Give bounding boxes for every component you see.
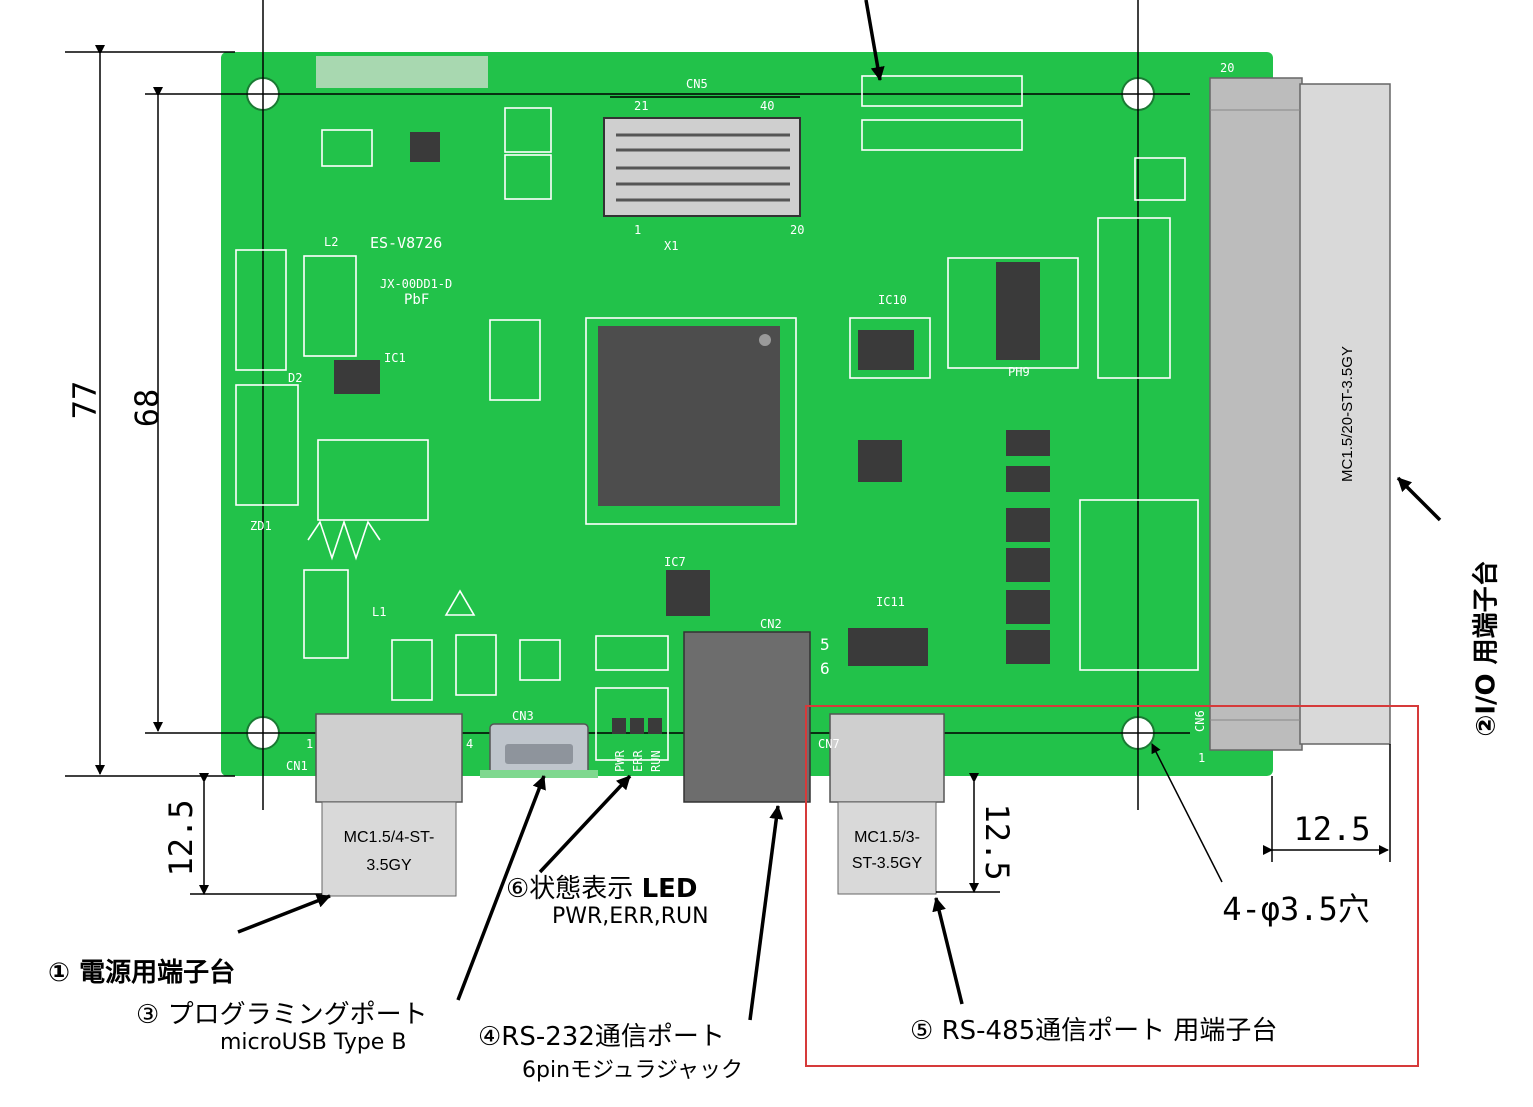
callout-rs485-terminal: ⑤ RS-485通信ポート 用端子台: [910, 1016, 1278, 1046]
ic11: [848, 628, 928, 666]
callout-status-led-sub: PWR,ERR,RUN: [552, 904, 709, 929]
ic10: [858, 330, 914, 370]
cn1-body: [315, 713, 463, 803]
silkscreen: [235, 75, 1199, 761]
dim-cn1-12-5: 12.5: [162, 799, 200, 876]
silk-cn5-pin1: 1: [634, 223, 641, 237]
silk-x1: X1: [664, 239, 678, 253]
cn2-jack: [683, 631, 811, 803]
ph9-ic: [996, 262, 1040, 360]
callout-status-led-bold: LED: [641, 874, 698, 904]
silk-cn1: CN1: [286, 759, 308, 773]
callout-status-led-prefix: ⑥状態表示: [506, 874, 642, 904]
silk-pbf: PbF: [404, 292, 429, 308]
callout-io-terminal: ②I/O 用端子台: [1471, 560, 1502, 737]
silk-l2: L2: [324, 235, 338, 249]
dim-holes: 4-φ3.5穴: [1222, 890, 1370, 928]
top-pad: [316, 56, 488, 88]
callout-arrows: [237, 0, 1442, 1021]
silk-ic11: IC11: [876, 595, 905, 609]
cn1-label-line1: MC1.5/4-ST-: [344, 829, 435, 846]
silk-cn6-pin20: 20: [1220, 61, 1234, 75]
cn6-pins: [1210, 109, 1300, 721]
callout-rs232-port-sub: 6pinモジュラジャック: [522, 1058, 743, 1083]
photocouplers: [1006, 430, 1050, 664]
silk-cn2-pin5: 5: [820, 635, 830, 654]
dimension-lines: [95, 45, 1391, 895]
ic7: [666, 570, 710, 616]
silk-err: ERR: [631, 750, 645, 772]
silk-ph9: PH9: [1008, 365, 1030, 379]
ic1: [334, 360, 380, 394]
silk-model: ES-V8726: [370, 234, 442, 252]
silk-cn5: CN5: [686, 77, 708, 91]
silk-ic1: IC1: [384, 351, 406, 365]
silk-cn6-pin1: 1: [1198, 751, 1205, 765]
ic-small-1: [410, 132, 440, 162]
rs485-highlight: [805, 705, 1419, 1067]
silk-cn7: CN7: [818, 737, 840, 751]
callout-rs232-port: ④RS-232通信ポート: [478, 1022, 725, 1052]
silk-ic10: IC10: [878, 293, 907, 307]
silk-ic7: IC7: [664, 555, 686, 569]
silk-cn5-pin21: 21: [634, 99, 648, 113]
callout-programming-port-sub: microUSB Type B: [220, 1030, 407, 1055]
silk-run: RUN: [649, 750, 663, 772]
cn1-label-line2: 3.5GY: [366, 857, 412, 874]
callout-power-terminal: ① 電源用端子台: [48, 958, 236, 988]
silk-pwr: PWR: [613, 750, 627, 772]
silk-part-no: JX-00DD1-D: [380, 277, 452, 291]
cn7-label-line1: MC1.5/3-: [854, 829, 920, 846]
cn7-plug: [837, 801, 937, 895]
silk-cn3: CN3: [512, 709, 534, 723]
silk-cn5-pin20: 20: [790, 223, 804, 237]
silk-cn1-pin4: 4: [466, 737, 473, 751]
cn6-plug: [1299, 83, 1391, 745]
ic9: [858, 440, 902, 482]
cn1-plug: [321, 801, 457, 897]
cn6-inner: [1209, 77, 1303, 751]
cn7-body: [829, 713, 945, 803]
cn7-label-line2: ST-3.5GY: [852, 855, 923, 872]
dim-68: 68: [128, 389, 166, 428]
silk-d2: D2: [288, 371, 302, 385]
cn6-label: MC1.5/20-ST-3.5GY: [1339, 346, 1356, 482]
silk-zd1: ZD1: [250, 519, 272, 533]
silk-cn6: CN6: [1193, 710, 1207, 732]
silk-cn1-pin1: 1: [306, 737, 313, 751]
status-leds: [612, 718, 662, 734]
mcu: [598, 326, 780, 506]
silk-cn2-pin6: 6: [820, 659, 830, 678]
silk-l1: L1: [372, 605, 386, 619]
silk-cn5-pin40: 40: [760, 99, 774, 113]
dim-cn7-12-5: 12.5: [978, 803, 1016, 880]
dim-cn6-12-5: 12.5: [1293, 810, 1370, 848]
dim-77: 77: [66, 381, 104, 420]
silk-cn2: CN2: [760, 617, 782, 631]
callout-programming-port: ③ プログラミングポート: [136, 1000, 428, 1030]
callout-status-led: ⑥状態表示 LED: [506, 868, 698, 905]
